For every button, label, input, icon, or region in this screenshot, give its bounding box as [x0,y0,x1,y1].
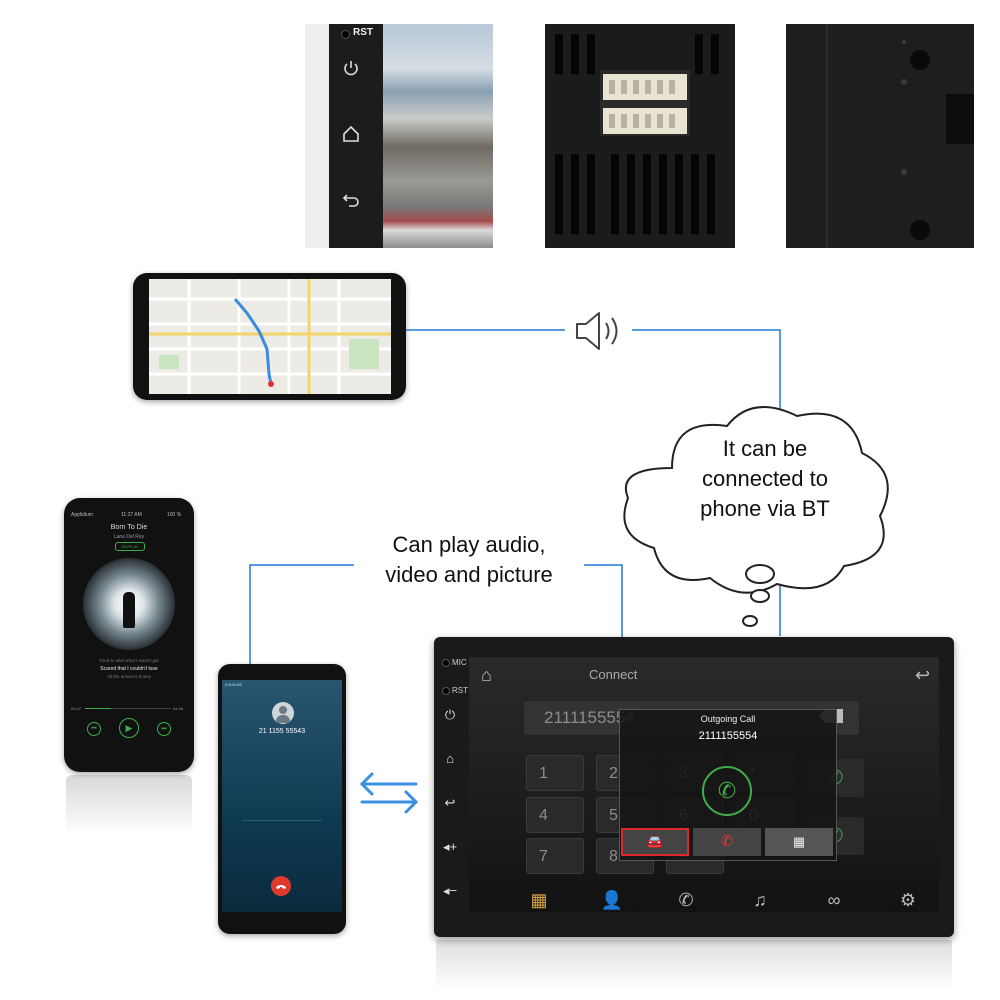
map-graphic [149,279,391,394]
feature-caption: Can play audio, video and picture [354,530,584,600]
caller-number: 21 1155 55543 [258,728,306,735]
cloud-line-3: phone via BT [700,496,830,521]
volume-up-icon[interactable]: ◂+ [442,839,458,854]
music-tab-icon[interactable]: ♫ [753,890,767,910]
dialpad-tab-icon[interactable]: ▦ [530,890,548,910]
back-icon[interactable] [341,189,361,209]
rst-label: RST [353,27,373,38]
home-icon[interactable] [341,124,361,144]
settings-tab-icon[interactable]: ⚙ [899,890,917,910]
cloud-line-1: It can be [722,436,808,461]
screen-title: Connect [589,667,638,682]
rear-panel-graphic [545,24,735,248]
front-panel-thumbnail: RST [305,24,493,248]
end-call-button[interactable]: ✆ [693,828,761,856]
destination-marker-icon [268,381,274,387]
mic-label: MIC [452,658,467,667]
power-icon[interactable] [341,58,361,78]
car-audio-button[interactable]: 🚘 [621,828,689,856]
head-unit-screen: ⌂ Connect ↩ 2111155554 1 2 3 * 4 5 6 0 7… [469,657,939,912]
map-screen [149,279,391,394]
call-status-time: 2:9:41:52 [225,682,242,687]
screen-home-icon[interactable]: ⌂ [481,665,492,685]
map-phone [133,273,406,400]
dialog-title: Outgoing Call [700,714,756,724]
speaker-icon [576,312,618,350]
side-panel-graphic [786,24,974,248]
key-4[interactable]: 4 [526,797,584,833]
time-elapsed: 00:47 [71,706,82,711]
caption-line-1: Can play audio, [392,532,546,557]
prev-icon[interactable]: ⏮ [87,722,101,736]
double-arrow-icon [359,772,419,814]
music-screen: Applidium 11:27 AM 100 % Born To Die Lan… [69,510,189,754]
music-phone-reflection [66,775,192,835]
head-unit-reflection [436,940,952,990]
screen-back-icon[interactable]: ↩ [915,665,931,685]
cloud-line-2: connected to [702,466,828,491]
progress-bar[interactable] [85,708,171,709]
battery: 100 % [167,512,182,518]
rst-label-unit: RST [452,686,468,695]
carrier: Applidium [71,512,93,518]
status-time: 11:27 AM [121,512,142,518]
play-icon[interactable]: ▶ [119,718,139,738]
hangup-icon [276,885,286,889]
route-line [233,298,273,385]
time-total: 04:46 [173,706,184,711]
rear-connectors-thumbnail [545,24,735,248]
status-bar: Applidium 11:27 AM 100 % [71,512,187,520]
volume-down-icon[interactable]: ◂− [442,883,458,898]
quality-badge: 320/FLAC [115,542,145,551]
rst-hole [442,687,450,695]
panel-bezel: RST [329,24,383,248]
link-tab-icon[interactable]: ∞ [827,890,841,910]
lyric-line-1: Tried to take what I wasn't get [99,658,159,663]
cloud-text: It can be connected to phone via BT [660,434,870,524]
calling-icon: ✆ [702,766,752,816]
road-screen-image [383,24,493,248]
artist-name: Lana Del Rey [113,534,145,540]
outgoing-call-dialog: Outgoing Call 2111155554 ✆ 🚘 ✆ ▦ [619,709,837,861]
keypad-button[interactable]: ▦ [765,828,833,856]
side-panel-thumbnail [786,24,974,248]
music-phone: Applidium 11:27 AM 100 % Born To Die Lan… [64,498,194,772]
hangup-button[interactable] [271,876,291,896]
unit-power-icon[interactable]: ⏻ [444,707,456,722]
album-art [83,558,175,650]
lyric-line-2: Scared that I couldn't lose [100,666,158,672]
avatar-icon [272,702,294,724]
key-1[interactable]: 1 [526,755,584,791]
unit-back-icon[interactable]: ↩ [444,795,456,810]
thought-cloud [623,406,889,627]
call-log-tab-icon[interactable]: ✆ [678,890,694,910]
caption-line-2: video and picture [385,562,553,587]
dialog-number: 2111155554 [698,730,758,742]
bt-connector-line [406,329,781,636]
call-screen: 2:9:41:52 21 1155 55543 [222,680,342,912]
contacts-tab-icon[interactable]: 👤 [600,890,624,910]
song-title: Born To Die [110,524,148,531]
key-7[interactable]: 7 [526,838,584,874]
mic-hole [442,659,450,667]
call-phone: 2:9:41:52 21 1155 55543 [218,664,346,934]
unit-home-icon[interactable]: ⌂ [446,751,454,766]
next-icon[interactable]: ⏭ [157,722,171,736]
head-unit: MIC RST ⏻ ⌂ ↩ ◂+ ◂− ⌂ Connect ↩ 21111555… [434,637,954,937]
lyric-line-3: All the answers honey [106,674,152,679]
